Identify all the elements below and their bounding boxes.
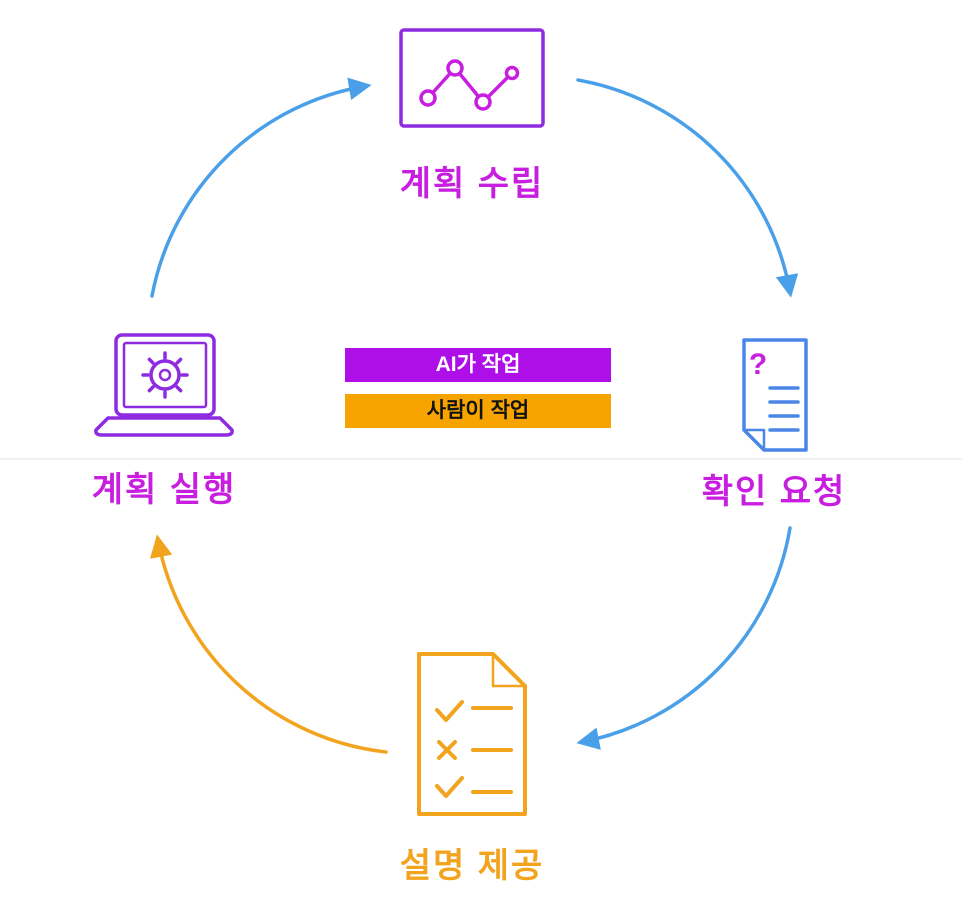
node-explain-label: 설명 제공 <box>399 847 545 885</box>
legend-human-badge: 사람이 작업 <box>345 394 611 428</box>
node-confirm-label: 확인 요청 <box>701 473 847 511</box>
node-explain: 설명 제공 <box>328 646 616 887</box>
node-confirm: ? 확인 요청 <box>640 334 908 513</box>
legend: AI가 작업 사람이 작업 <box>345 348 611 428</box>
legend-ai-badge: AI가 작업 <box>345 348 611 382</box>
arrow-explain-to-execute <box>149 534 388 754</box>
checklist-document-icon <box>417 652 527 816</box>
arrow-confirm-to-explain <box>576 526 792 750</box>
question-document-icon: ? <box>742 338 808 452</box>
node-execute-label: 계획 실행 <box>91 471 237 509</box>
line-chart-icon <box>399 28 545 128</box>
arrow-execute-to-plan <box>150 77 372 298</box>
arrow-plan-to-confirm <box>576 78 799 298</box>
question-mark-glyph: ? <box>749 348 767 381</box>
node-plan: 계획 수립 <box>330 26 614 205</box>
node-plan-label: 계획 수립 <box>399 165 545 203</box>
laptop-gear-icon <box>94 333 234 437</box>
background-seam-line <box>0 458 962 460</box>
node-execute: 계획 실행 <box>28 330 300 511</box>
